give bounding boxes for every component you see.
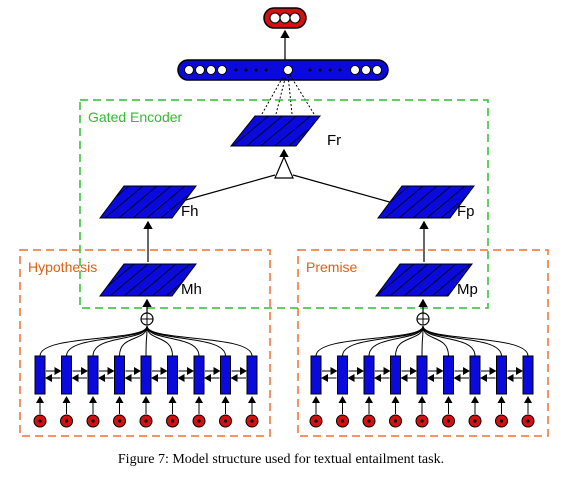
hyp-fanin-line: [66, 325, 148, 357]
premise-box: [297, 249, 549, 437]
gated-encoder-box: [79, 99, 489, 309]
hyp-lstm-cell: [193, 355, 205, 395]
hidden-layer: [177, 59, 389, 81]
hyp-sum-icon: [140, 312, 154, 326]
matrix-mh: [99, 263, 197, 297]
prem-input-token-dot: [420, 419, 424, 423]
prem-input-token-dot: [393, 419, 398, 423]
prem-input-token-dot: [314, 419, 318, 423]
hyp-input-token-dot: [64, 419, 69, 423]
prem-sum-icon: [416, 312, 430, 326]
prem-input-token-dot: [473, 419, 477, 423]
hyp-input-token-dot: [144, 419, 148, 423]
prem-fanin-line: [422, 325, 529, 357]
fp-to-gate-line: [292, 174, 394, 204]
feature-fh: [99, 185, 197, 219]
hyp-fanin-line: [119, 325, 148, 357]
hyp-fanin-line: [39, 325, 148, 357]
hyp-input-token-dot: [250, 419, 254, 423]
prem-lstm-cell: [496, 355, 507, 395]
prem-input-token-dot: [499, 419, 504, 423]
fr-projection-lines: [261, 74, 315, 115]
fh-to-gate-line: [174, 174, 276, 204]
hyp-input-token-dot: [170, 419, 175, 423]
prem-lstm-cell: [363, 355, 375, 395]
hypothesis-box: [19, 249, 271, 437]
hyp-fanin-line: [146, 325, 226, 357]
prem-fanin-line: [368, 325, 424, 357]
prem-fanin-line: [315, 325, 424, 357]
premise-sequence: [309, 325, 535, 428]
figure-caption: Figure 7: Model structure used for textu…: [117, 452, 445, 467]
gate-triangle-icon: [274, 155, 294, 179]
prem-lstm-cell: [443, 355, 454, 395]
prem-fanin-line: [342, 325, 424, 357]
hyp-lstm-cell: [61, 355, 72, 395]
prem-fanin-line: [422, 325, 502, 357]
feature-fr: [229, 115, 322, 147]
prem-lstm-cell: [310, 355, 322, 395]
feature-fp-label: Fp: [457, 203, 475, 220]
prem-input-token-dot: [446, 419, 451, 423]
hyp-input-token-dot: [223, 419, 228, 423]
prem-lstm-cell: [390, 355, 401, 395]
matrix-mp: [375, 263, 473, 297]
prem-input-token-dot: [367, 419, 371, 423]
prem-lstm-cell: [469, 355, 481, 395]
gated-encoder-label: Gated Encoder: [88, 109, 183, 125]
hyp-input-token-dot: [197, 419, 201, 423]
prem-input-token-dot: [526, 419, 530, 423]
hyp-input-token-dot: [91, 419, 95, 423]
matrix-mh-label: Mh: [181, 281, 202, 298]
prem-lstm-cell: [416, 355, 428, 395]
hyp-lstm-cell: [220, 355, 231, 395]
hyp-lstm-cell: [167, 355, 178, 395]
hyp-lstm-cell: [140, 355, 152, 395]
hypothesis-label: Hypothesis: [28, 259, 97, 275]
hypothesis-sequence: [33, 325, 259, 428]
hyp-fanin-line: [146, 325, 200, 357]
hyp-input-token-dot: [117, 419, 122, 423]
hyp-fanin-line: [146, 325, 253, 357]
prem-input-token-dot: [340, 419, 345, 423]
hyp-lstm-cell: [114, 355, 125, 395]
prem-fanin-line: [395, 325, 424, 357]
hyp-lstm-cell: [87, 355, 99, 395]
premise-label: Premise: [306, 259, 358, 275]
output-layer: [263, 7, 307, 29]
hyp-lstm-cell: [34, 355, 46, 395]
feature-fp: [377, 185, 475, 219]
prem-lstm-cell: [522, 355, 534, 395]
matrix-mp-label: Mp: [457, 281, 478, 298]
feature-fr-label: Fr: [327, 132, 341, 149]
hyp-fanin-line: [92, 325, 148, 357]
hyp-lstm-cell: [246, 355, 258, 395]
prem-fanin-line: [422, 325, 476, 357]
hyp-input-token-dot: [38, 419, 42, 423]
prem-lstm-cell: [337, 355, 348, 395]
feature-fh-label: Fh: [181, 203, 199, 220]
